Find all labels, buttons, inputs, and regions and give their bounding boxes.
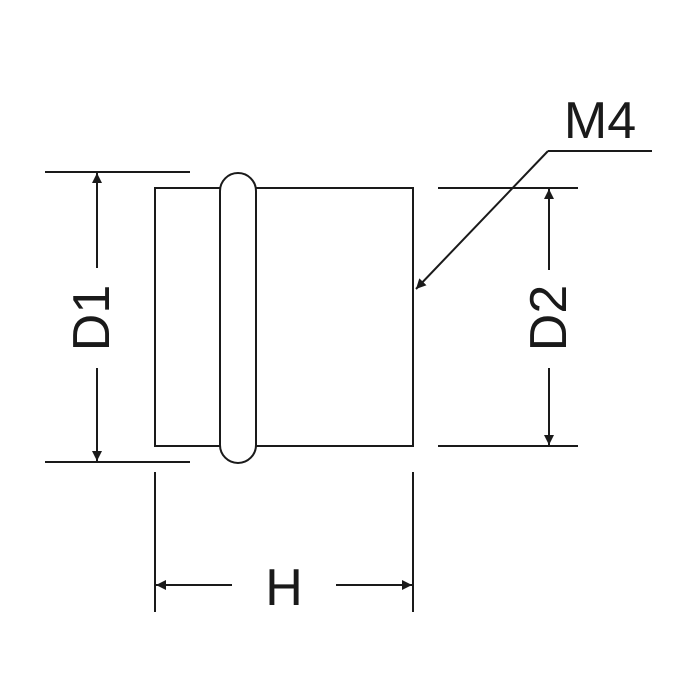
h-label: H bbox=[265, 559, 303, 617]
d2-label: D2 bbox=[520, 285, 578, 351]
m4-label: M4 bbox=[564, 92, 636, 150]
d1-label: D1 bbox=[63, 285, 121, 351]
part-ring bbox=[219, 172, 257, 464]
m4-leader-arrow bbox=[415, 150, 549, 290]
part-body bbox=[154, 187, 414, 447]
